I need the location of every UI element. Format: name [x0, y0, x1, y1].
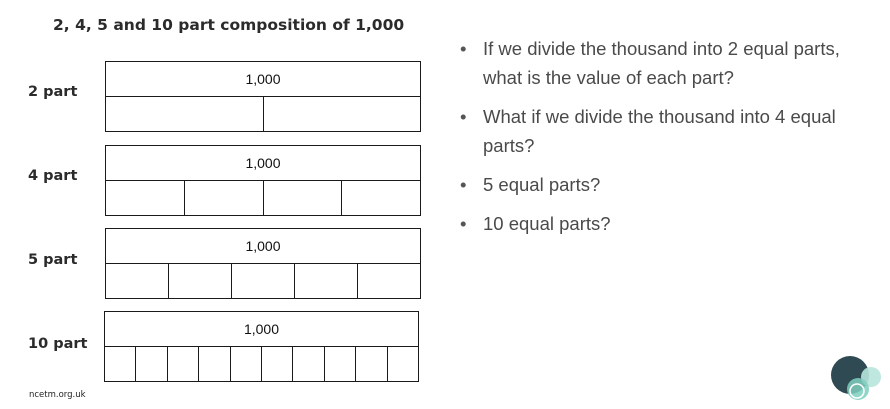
bar-model-5-part: 1,000	[105, 228, 421, 299]
bullet: •	[460, 174, 467, 195]
parts-row	[106, 96, 421, 132]
bar-model-2-part: 1,000	[105, 61, 421, 132]
question-text: What if we divide the thousand into 4 eq…	[483, 106, 836, 156]
part-cell	[264, 180, 343, 215]
parts-row	[105, 346, 418, 382]
row-label-4-part: 4 part	[28, 168, 78, 184]
bar-model-4-part: 1,000	[105, 145, 421, 216]
parts-row	[106, 263, 420, 299]
row-label-2-part: 2 part	[28, 84, 78, 100]
part-cell	[262, 346, 294, 381]
question-item: • What if we divide the thousand into 4 …	[460, 102, 870, 160]
part-cell	[293, 346, 325, 381]
part-cell	[264, 97, 421, 132]
part-cell	[136, 346, 168, 381]
part-cell	[168, 346, 200, 381]
whole-label: 1,000	[106, 229, 420, 264]
bullet: •	[460, 38, 467, 59]
part-cell	[106, 96, 264, 131]
bar-model-10-part: 1,000	[104, 311, 419, 382]
part-cell	[231, 346, 263, 381]
ncetm-logo-icon	[831, 356, 881, 400]
part-cell	[325, 346, 357, 381]
bullet: •	[460, 106, 467, 127]
part-cell	[185, 180, 264, 215]
whole-label: 1,000	[106, 62, 420, 97]
whole-label: 1,000	[105, 312, 418, 347]
part-cell	[358, 264, 420, 299]
bullet: •	[460, 213, 467, 234]
part-cell	[106, 263, 169, 298]
part-cell	[342, 181, 420, 216]
question-text: 10 equal parts?	[483, 213, 611, 234]
slide-title: 2, 4, 5 and 10 part composition of 1,000	[53, 16, 405, 34]
question-text: 5 equal parts?	[483, 174, 601, 195]
part-cell	[232, 263, 295, 298]
part-cell	[199, 346, 231, 381]
part-cell	[295, 263, 358, 298]
footer-url: ncetm.org.uk	[29, 390, 86, 400]
row-label-5-part: 5 part	[28, 252, 78, 268]
question-item: • 5 equal parts?	[460, 170, 870, 199]
question-item: • If we divide the thousand into 2 equal…	[460, 34, 870, 92]
part-cell	[388, 347, 418, 382]
part-cell	[356, 346, 388, 381]
question-item: • 10 equal parts?	[460, 209, 870, 238]
part-cell	[105, 346, 137, 381]
row-label-10-part: 10 part	[28, 336, 88, 352]
part-cell	[106, 180, 185, 215]
question-text: If we divide the thousand into 2 equal p…	[483, 38, 840, 88]
whole-label: 1,000	[106, 146, 420, 181]
question-list: • If we divide the thousand into 2 equal…	[460, 34, 870, 248]
parts-row	[106, 180, 420, 216]
part-cell	[169, 263, 232, 298]
